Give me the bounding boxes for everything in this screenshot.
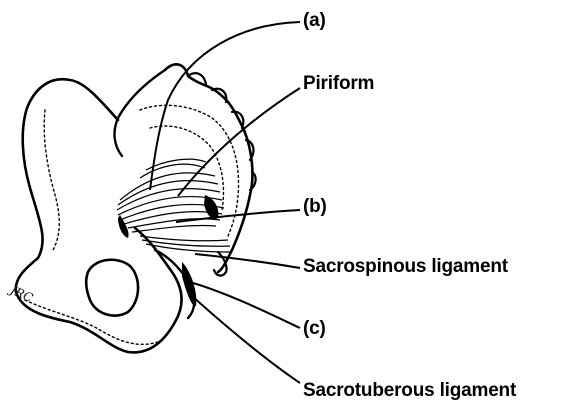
label-sacrotuberous-ligament: Sacrotuberous ligament [303, 380, 516, 402]
obturator-foramen [86, 260, 138, 316]
label-c: (c) [303, 318, 326, 340]
hip-bone-inner-contour [44, 110, 59, 252]
leader-line-piriform [178, 88, 300, 196]
piriform-muscle [117, 159, 224, 232]
label-b: (b) [303, 196, 327, 218]
label-piriform: Piriform [303, 73, 374, 95]
leader-line-sacrospinous [195, 254, 300, 268]
sacrospinous-band [140, 236, 230, 252]
label-sacrospinous-ligament: Sacrospinous ligament [303, 256, 508, 278]
leader-line-c [190, 282, 300, 328]
leader-lines [150, 22, 300, 383]
hip-bone-lower-contour [25, 300, 158, 344]
leader-line-sacrotuberous [192, 296, 300, 383]
label-a: (a) [303, 10, 326, 32]
